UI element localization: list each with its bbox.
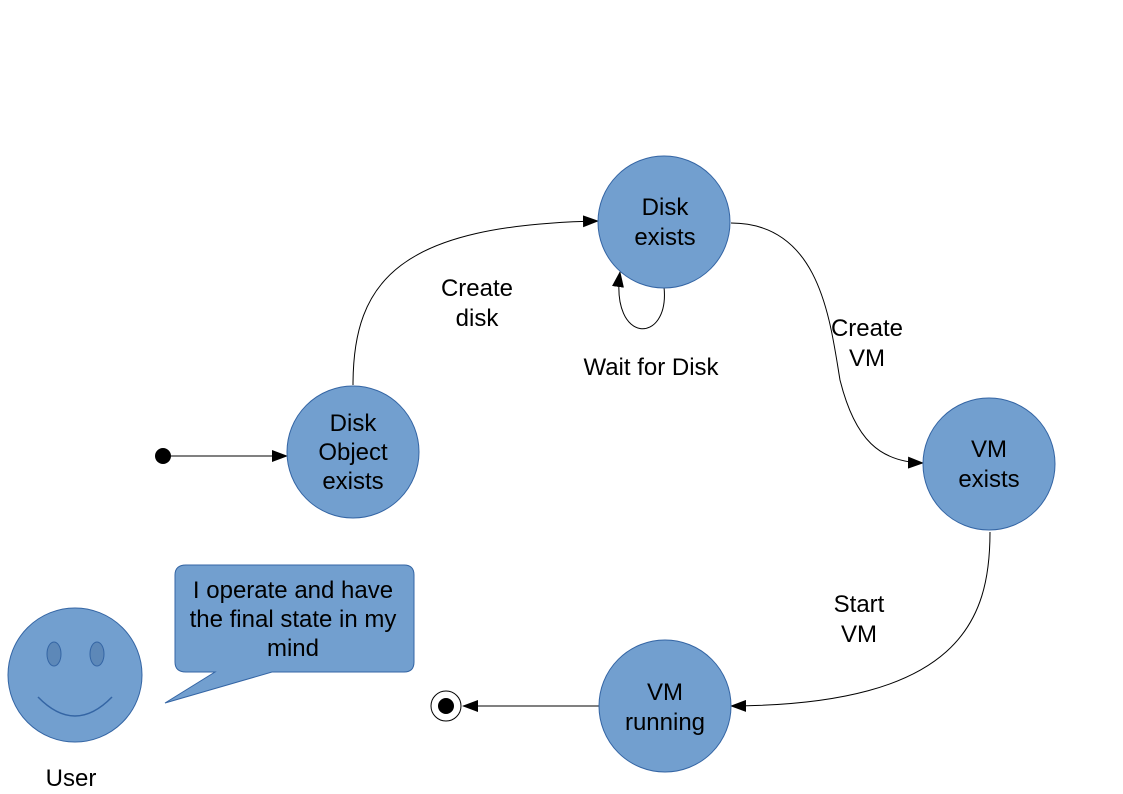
transition-label: Create xyxy=(441,275,513,302)
state-label: Disk xyxy=(330,410,378,437)
transition-label-create-vm: Create VM xyxy=(831,315,903,372)
edge-start-vm xyxy=(730,531,991,712)
initial-node xyxy=(155,448,171,464)
state-vm-exists: VM exists xyxy=(922,397,1056,531)
edge-create-disk xyxy=(352,215,599,386)
state-disk-object-exists: Disk Object exists xyxy=(286,385,420,519)
state-disk-exists: Disk exists xyxy=(597,155,731,289)
state-label: exists xyxy=(634,224,695,251)
state-label: Disk xyxy=(642,194,690,221)
speech-text: I operate and have xyxy=(193,577,393,604)
state-label: Object xyxy=(318,439,388,466)
state-label: exists xyxy=(322,468,383,495)
user-smiley-icon xyxy=(7,607,143,743)
state-label: exists xyxy=(958,466,1019,493)
transition-label: Create xyxy=(831,315,903,342)
transition-label: Wait for Disk xyxy=(583,354,719,381)
user-label: User xyxy=(46,765,97,792)
edge-create-vm xyxy=(730,222,924,469)
speech-bubble: I operate and have the final state in my… xyxy=(164,564,415,704)
transition-label-start-vm: Start VM xyxy=(834,591,885,648)
state-label: VM xyxy=(647,679,683,706)
transition-label-wait-for-disk: Wait for Disk xyxy=(583,354,719,381)
speech-text: the final state in my xyxy=(190,606,397,633)
transition-label-create-disk: Create disk xyxy=(441,275,513,332)
edge-wait-for-disk xyxy=(612,271,665,330)
transition-label: VM xyxy=(841,621,877,648)
state-vm-running: VM running xyxy=(598,639,732,773)
transition-label: Start xyxy=(834,591,885,618)
speech-text: mind xyxy=(267,635,319,662)
state-label: VM xyxy=(971,436,1007,463)
transition-label: disk xyxy=(456,305,500,332)
final-node xyxy=(430,690,462,722)
state-label: running xyxy=(625,709,705,736)
transition-label: VM xyxy=(849,345,885,372)
